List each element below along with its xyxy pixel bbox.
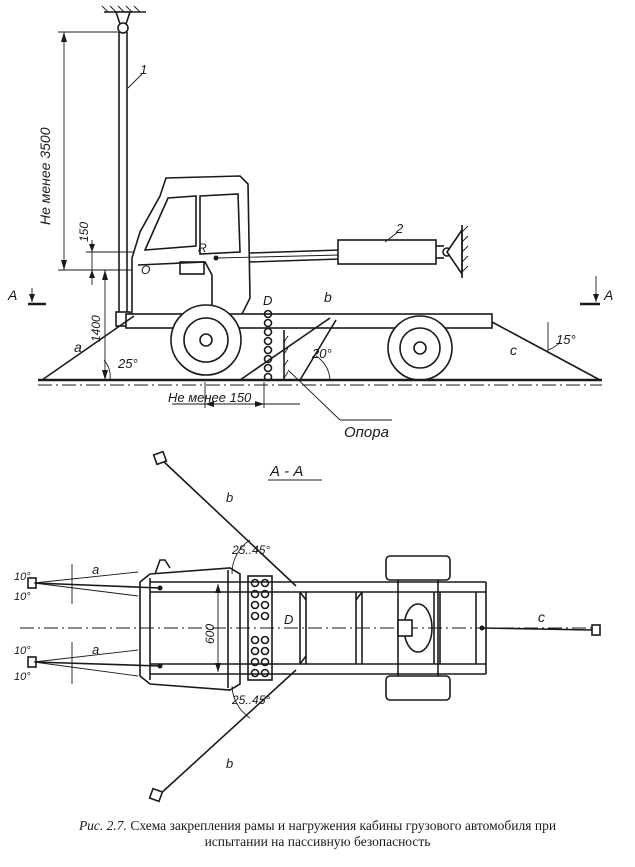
angle-20-label: 20° (311, 346, 332, 361)
section-right-label: А (603, 287, 613, 303)
ref-c-plan-label: c (538, 609, 545, 625)
ref-o-label: O (141, 263, 150, 277)
ref-2-label: 2 (395, 221, 404, 236)
caption-prefix: Рис. 2.7. (78, 818, 127, 833)
angle-10-b-label: 10° (14, 591, 31, 603)
ref-1-label: 1 (140, 62, 147, 77)
load-cylinder (217, 225, 469, 278)
angle-10-d-label: 10° (14, 671, 31, 683)
truck-cab: O R (131, 175, 251, 319)
section-title-label: А - А (269, 463, 303, 480)
ref-d-bottom-label: D (284, 612, 293, 627)
section-left-label: А (7, 287, 17, 303)
dim-600: 600 (203, 584, 221, 672)
cable-a-plan-top (33, 582, 161, 589)
pendulum-rod (115, 32, 131, 327)
angle-25-label: 25° (117, 356, 138, 371)
plan-view: А - А (14, 450, 601, 803)
dist-min-label: Не менее 150 (168, 390, 252, 405)
dim-1400: 1400 (89, 270, 108, 380)
ref-d-top-label: D (263, 293, 272, 308)
support-label: Опора (344, 424, 389, 441)
angle-25-45-bottom-label: 25..45° (231, 693, 270, 707)
cable-b-side (239, 317, 331, 381)
cab-plan (139, 559, 241, 691)
height-dimension: Не менее 3500 (37, 31, 140, 271)
side-view: 1 Не менее 3500 150 1400 (7, 5, 613, 441)
cable-c-side (491, 321, 601, 381)
cable-c-plan (481, 627, 593, 631)
height-min-label: Не менее 3500 (37, 127, 53, 225)
rear-axle-plan (385, 555, 451, 701)
caption-line2: испытании на пассивную безопасность (204, 834, 431, 849)
dim-600-label: 600 (203, 624, 217, 644)
dim-min-150: Не менее 150 (168, 382, 300, 408)
cable-a-side (41, 315, 135, 381)
ref-r-label: R (198, 241, 207, 255)
figure-caption: Рис. 2.7. Схема закрепления рамы и нагру… (10, 818, 625, 850)
caption-line1: Схема закрепления рамы и нагружения каби… (130, 818, 557, 833)
front-wheel (170, 304, 242, 376)
ref-a-top-label: a (74, 339, 82, 355)
dim-150-label: 150 (77, 222, 91, 242)
ceiling-mount (101, 5, 146, 34)
dim-1400-label: 1400 (89, 315, 103, 342)
ref-b-top-label: b (324, 289, 332, 305)
ref-b-plan1-label: b (226, 490, 233, 505)
support-chain-plan (247, 575, 273, 681)
ref-c-top-label: c (510, 342, 517, 358)
cable-b-plan-top (161, 459, 297, 587)
technical-drawing: 1 Не менее 3500 150 1400 (7, 5, 613, 803)
rear-wheel (387, 315, 453, 381)
ref-b-plan2-label: b (226, 756, 233, 771)
support-chain-side (263, 309, 289, 382)
cable-b-plan-bottom (157, 669, 297, 797)
ref-a-plan2-label: a (92, 642, 99, 657)
cable-a-plan-bottom (33, 661, 161, 667)
angle-15-label: 15° (556, 332, 576, 347)
angle-10-a-label: 10° (14, 571, 31, 583)
section-marker-right: А (580, 276, 613, 306)
angle-10-c-label: 10° (14, 645, 31, 657)
angle-25-45-top-label: 25..45° (231, 543, 270, 557)
support-leader (287, 369, 341, 421)
ref-a-plan1-label: a (92, 562, 99, 577)
section-marker-left: А (7, 287, 46, 306)
